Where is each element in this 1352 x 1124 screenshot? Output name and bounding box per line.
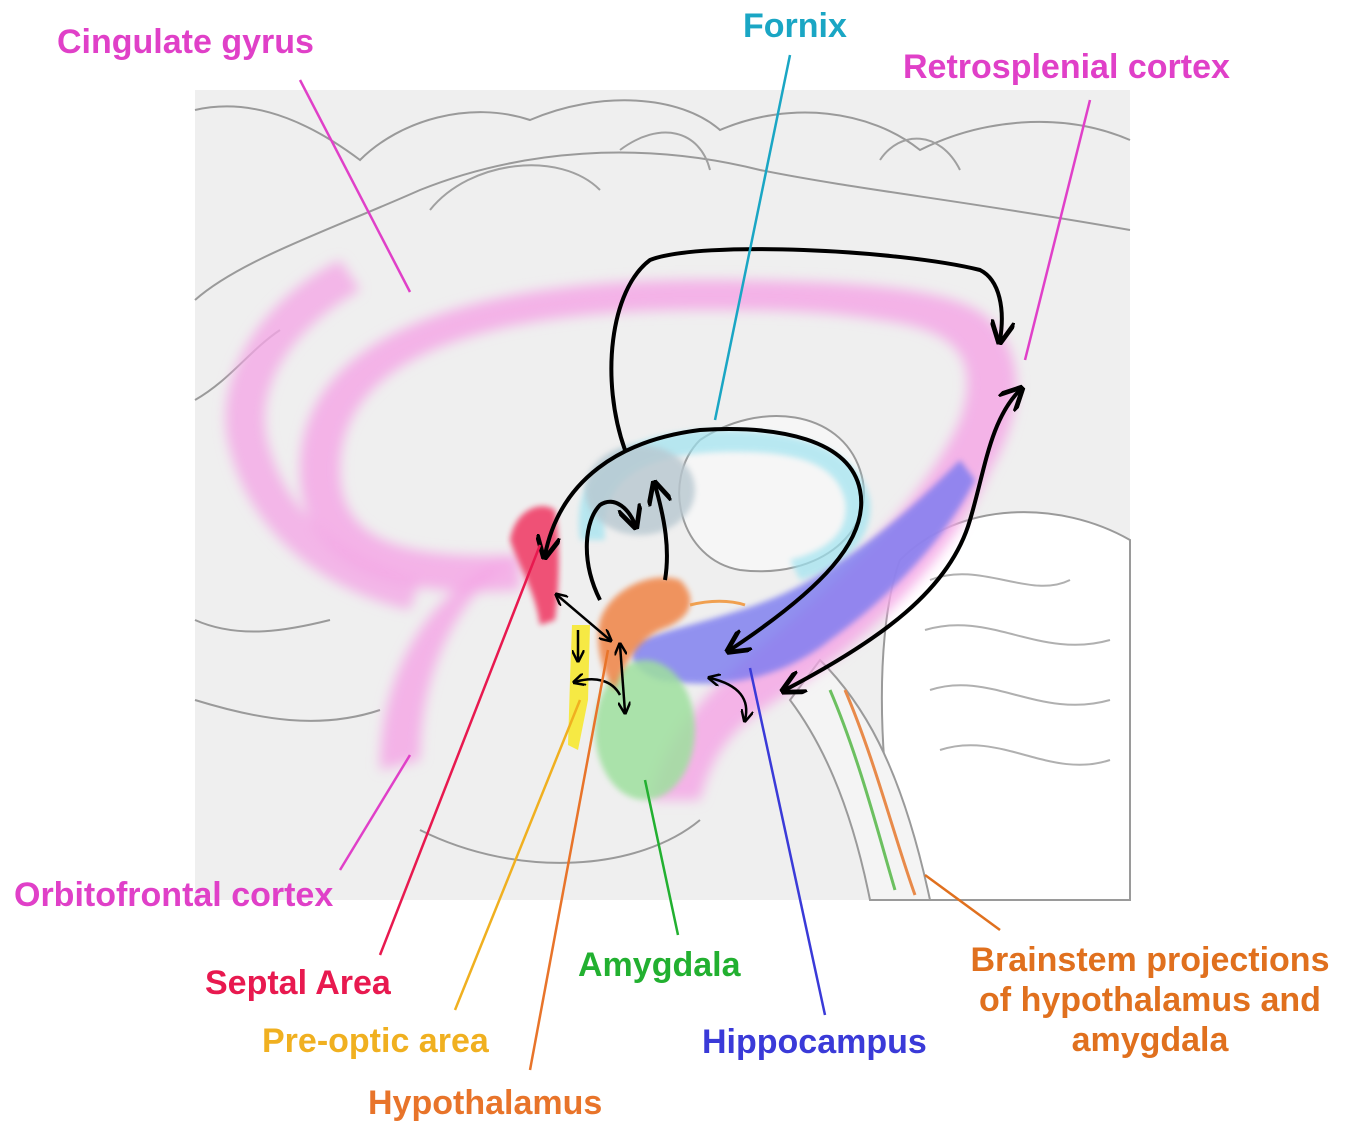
label-brainstem-line2: of hypothalamus and [955,980,1345,1020]
label-brainstem-line3: amygdala [955,1020,1345,1060]
label-septal-area: Septal Area [205,963,391,1003]
label-fornix: Fornix [743,6,847,46]
label-amygdala: Amygdala [578,945,741,985]
label-brainstem-line1: Brainstem projections [955,940,1345,980]
label-hippocampus: Hippocampus [702,1022,927,1062]
label-retrosplenial-cortex: Retrosplenial cortex [903,47,1230,87]
label-brainstem-projections: Brainstem projections of hypothalamus an… [955,940,1345,1060]
label-hypothalamus: Hypothalamus [368,1083,602,1123]
label-preoptic-area: Pre-optic area [262,1021,489,1061]
label-orbitofrontal-cortex: Orbitofrontal cortex [14,875,333,915]
label-cingulate-gyrus: Cingulate gyrus [57,22,314,62]
